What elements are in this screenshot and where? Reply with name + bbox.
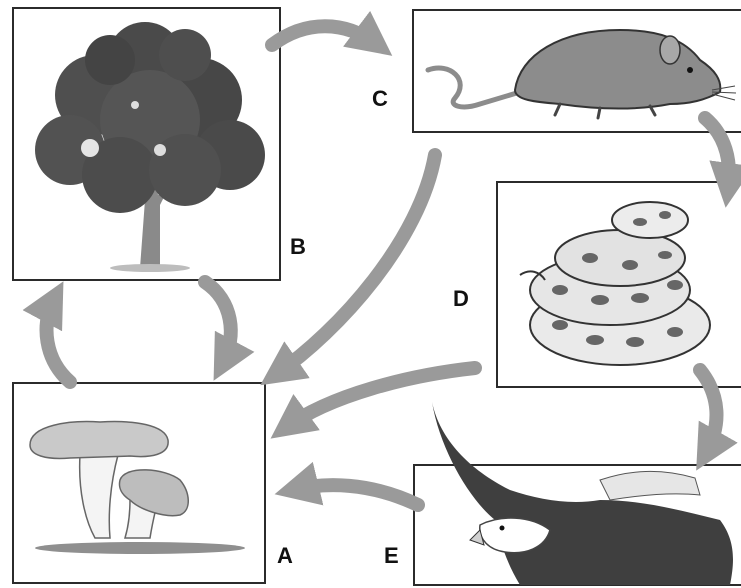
arrow-c-to-a [275, 155, 435, 375]
arrow-d-to-a [285, 368, 475, 428]
label-a: A [277, 543, 293, 568]
arrow-e-to-a [292, 485, 418, 505]
arrow-b-to-c [272, 26, 378, 45]
arrow-a-to-b [47, 297, 70, 382]
label-d: D [453, 286, 469, 311]
label-e: E [384, 543, 399, 568]
label-c: C [372, 86, 388, 111]
arrow-d-to-e [700, 370, 716, 455]
arrow-b-to-a [205, 282, 231, 365]
label-b: B [290, 234, 306, 259]
